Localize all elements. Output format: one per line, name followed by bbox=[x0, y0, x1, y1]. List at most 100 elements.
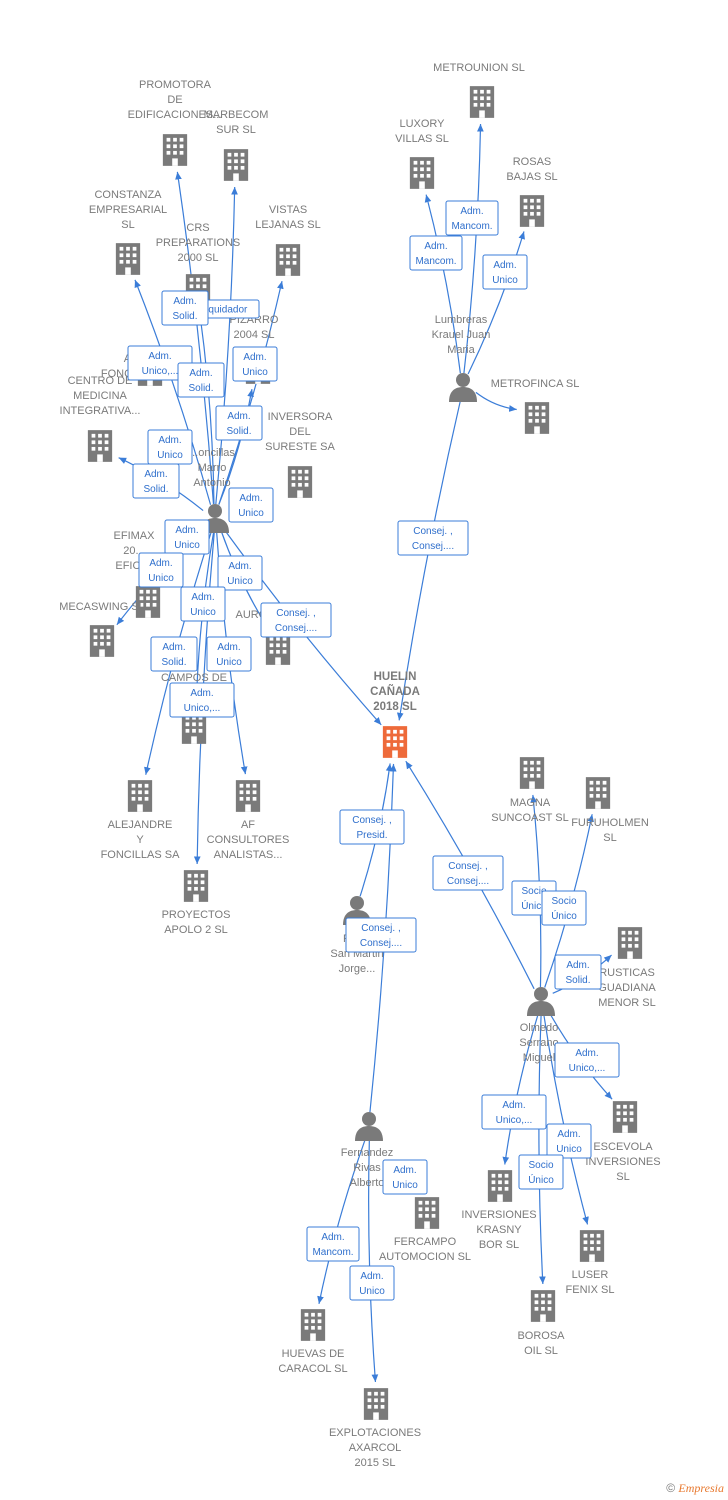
node-label-line: METROUNION SL bbox=[433, 62, 525, 74]
edge-role-label[interactable]: Adm.Solid. bbox=[150, 636, 198, 672]
edge-role-label[interactable]: Adm.Solid. bbox=[161, 290, 209, 326]
edge-role-label[interactable]: Adm.Solid. bbox=[215, 405, 263, 441]
node-afcons[interactable]: AFCONSULTORESANALISTAS... bbox=[207, 780, 290, 861]
node-label-line: Antonio bbox=[193, 477, 230, 489]
edge-role-label[interactable]: Adm.Solid. bbox=[554, 954, 602, 990]
person-icon bbox=[355, 1112, 383, 1141]
edge-role-label[interactable]: Adm.Unico bbox=[228, 487, 274, 523]
edge-role-text: Adm. bbox=[189, 368, 212, 379]
edge-role-label[interactable]: Adm.Unico bbox=[546, 1123, 592, 1159]
edge-role-label[interactable]: Adm.Unico bbox=[349, 1265, 395, 1301]
node-label-line: EFIMAX bbox=[114, 530, 156, 542]
node-label-line: MENOR SL bbox=[598, 997, 655, 1009]
node-metrofinca[interactable]: METROFINCA SL bbox=[491, 378, 580, 434]
edge-role-text: Unico,... bbox=[569, 1063, 606, 1074]
edge-role-label[interactable]: Adm.Unico bbox=[382, 1159, 428, 1195]
node-promotora[interactable]: PROMOTORADEEDIFICACIONES... bbox=[128, 79, 223, 166]
edge-role-text: Unico bbox=[148, 573, 174, 584]
node-label-line: FONCILLAS SA bbox=[101, 849, 181, 861]
edge-role-label[interactable]: Adm.Unico,... bbox=[481, 1094, 547, 1130]
edge-role-label[interactable]: Adm.Unico bbox=[147, 429, 193, 465]
edge-role-label[interactable]: Adm.Mancom. bbox=[409, 235, 463, 271]
edge-role-text: Adm. bbox=[243, 352, 266, 363]
edge-role-text: Unico bbox=[227, 576, 253, 587]
building-icon bbox=[300, 1309, 326, 1341]
node-label-line: 2004 SL bbox=[234, 329, 275, 341]
node-label-line: RUSTICAS bbox=[599, 967, 655, 979]
node-label-line: LUXORY bbox=[399, 118, 445, 130]
edge-role-text: Adm. bbox=[190, 688, 213, 699]
building-icon bbox=[162, 134, 188, 166]
edge-role-label[interactable]: Adm.Unico bbox=[232, 346, 278, 382]
edge-role-label[interactable]: Consej. ,Consej.... bbox=[397, 520, 469, 556]
edge-role-label[interactable]: Adm.Solid. bbox=[177, 362, 225, 398]
edge-role-label[interactable]: Adm.Unico,... bbox=[554, 1042, 620, 1078]
node-label-line: SL bbox=[121, 219, 134, 231]
edge-role-label[interactable]: Adm.Unico bbox=[164, 519, 210, 555]
edge-role-label[interactable]: Adm.Unico bbox=[138, 552, 184, 588]
node-label-line: BOROSA bbox=[517, 1330, 565, 1342]
edge-role-text: Consej. , bbox=[448, 861, 487, 872]
edge-fernandez-to-huevas bbox=[317, 1139, 366, 1304]
building-icon bbox=[275, 244, 301, 276]
edge-role-label[interactable]: Consej. ,Consej.... bbox=[260, 602, 332, 638]
edge-role-text: Socio bbox=[528, 1160, 553, 1171]
edge-role-text: Adm. bbox=[460, 206, 483, 217]
edge-role-label[interactable]: Adm. Unico bbox=[180, 586, 226, 622]
edge-role-label[interactable]: Adm.Unico bbox=[217, 555, 263, 591]
building-icon bbox=[363, 1388, 389, 1420]
node-label-line: INVERSIONES bbox=[461, 1209, 536, 1221]
edge-lumbreras-to-metrounion bbox=[463, 123, 484, 374]
edge-role-label[interactable]: Adm.Mancom. bbox=[306, 1226, 360, 1262]
edge-role-label[interactable]: Consej. ,Presid. bbox=[339, 809, 405, 845]
edge-role-text: Unico bbox=[190, 607, 216, 618]
edge-role-text: Adm. bbox=[502, 1100, 525, 1111]
node-label-line: BOR SL bbox=[479, 1239, 519, 1251]
edge-role-label[interactable]: Adm.Mancom. bbox=[445, 200, 499, 236]
node-label-line: SUR SL bbox=[216, 124, 256, 136]
node-label-line: APOLO 2 SL bbox=[164, 924, 228, 936]
edge-role-label[interactable]: Adm.Unico bbox=[482, 254, 528, 290]
edge-role-text: Unico bbox=[157, 450, 183, 461]
edge-role-label[interactable]: Adm.Unico,... bbox=[169, 682, 235, 718]
edge-role-text: Adm. bbox=[191, 592, 214, 603]
node-label-line: CAÑADA bbox=[370, 685, 420, 698]
node-metrounion[interactable]: METROUNION SL bbox=[433, 62, 525, 118]
edge-role-label[interactable]: Consej. ,Consej.... bbox=[432, 855, 504, 891]
node-label-line: HUEVAS DE bbox=[282, 1348, 345, 1360]
edge-role-label[interactable]: Adm.Unico bbox=[206, 636, 252, 672]
edge-role-text: Consej. , bbox=[413, 526, 452, 537]
edge-role-text: Liquidador bbox=[201, 305, 248, 316]
node-centro[interactable]: CENTRO DEMEDICINAINTEGRATIVA... bbox=[60, 375, 141, 462]
edge-role-label[interactable]: Adm.Solid. bbox=[132, 463, 180, 499]
edge-role-label[interactable]: Consej. ,Consej.... bbox=[345, 917, 417, 953]
node-mecaswing[interactable]: MECASWING SL bbox=[59, 601, 145, 657]
